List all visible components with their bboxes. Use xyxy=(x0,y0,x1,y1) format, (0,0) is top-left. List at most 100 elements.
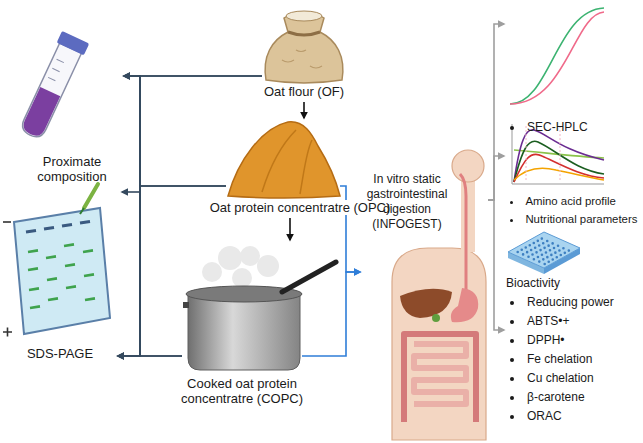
proximate-node: Proximate composition xyxy=(14,30,92,148)
bullet-item: Fe chelation xyxy=(506,350,614,369)
gel-wells xyxy=(26,221,90,232)
label-box: Cooked oat protein concentratre (COPC) xyxy=(172,376,312,406)
tube-liquid xyxy=(20,87,60,139)
flow-connector xyxy=(303,102,305,118)
flow-connector xyxy=(488,156,504,200)
steam xyxy=(240,246,260,266)
well-plate-icon xyxy=(508,232,580,274)
sack-tie xyxy=(288,32,320,35)
head xyxy=(452,150,484,182)
cooking-pot-icon xyxy=(183,246,336,370)
small-intestine xyxy=(414,344,466,404)
pot-body xyxy=(188,294,300,370)
label-box: BioactivityReducing powerABTS•+DPPH•Fe c… xyxy=(506,274,643,426)
gel-icon xyxy=(3,184,110,337)
ladle xyxy=(282,262,336,292)
node-label: In vitro static gastrointestinal digesti… xyxy=(364,172,450,232)
flour-node: Oat flour (OF) xyxy=(262,4,346,82)
sec-curve xyxy=(510,12,604,104)
chart-line xyxy=(514,130,604,182)
bullet-item: Amino acid profile xyxy=(506,192,637,210)
flow-connector xyxy=(488,200,504,330)
label-box: SEC-HPLC xyxy=(506,118,643,136)
liver xyxy=(400,289,452,318)
flow-connector xyxy=(302,272,360,356)
bullet-item: DPPH• xyxy=(506,331,614,350)
bullet-item: ABTS•+ xyxy=(506,312,614,331)
pot-handle xyxy=(183,302,189,308)
node-label: Cooked oat protein concentratre (COPC) xyxy=(172,376,312,406)
pipette-tip xyxy=(80,208,84,214)
bullet-item: ORAC xyxy=(506,407,614,426)
digestion-node: In vitro static gastrointestinal digesti… xyxy=(362,146,488,440)
steam xyxy=(218,246,242,270)
bus-arrow xyxy=(122,191,140,193)
chart-line xyxy=(514,154,604,182)
sec-curve xyxy=(510,8,604,104)
plate-top xyxy=(508,232,580,268)
gallbladder xyxy=(432,314,440,322)
label-box: Amino acid profileNutritional parameters xyxy=(506,192,643,228)
flour-sack-icon xyxy=(265,11,343,83)
bullet-item: Cu chelation xyxy=(506,369,614,388)
node-label: Proximate composition xyxy=(22,154,122,184)
label-box: In vitro static gastrointestinal digesti… xyxy=(364,172,450,232)
concentrate-node: Oat protein concentratre (OPC) xyxy=(226,120,340,198)
flow-connector xyxy=(118,355,182,357)
steam xyxy=(202,262,222,282)
plus-sign xyxy=(3,328,12,337)
pile-body xyxy=(228,122,340,198)
gel-frame xyxy=(14,208,110,334)
node-label: Oat flour (OF) xyxy=(264,84,344,99)
sds-page-node: SDS-PAGE xyxy=(6,200,116,338)
steam xyxy=(232,268,252,288)
flow-connector xyxy=(124,76,182,356)
tube-cap xyxy=(57,31,90,55)
torso xyxy=(392,248,486,440)
tube-marks xyxy=(48,59,64,81)
esophagus xyxy=(460,174,466,290)
chart-guides xyxy=(526,126,560,182)
flow-connector xyxy=(118,76,262,356)
stomach xyxy=(451,288,478,322)
bullet-item: SEC-HPLC xyxy=(506,118,588,136)
steam xyxy=(257,255,279,277)
plate-wells xyxy=(518,237,572,264)
chart-line xyxy=(514,168,604,180)
bullet-item: Nutritional parameters xyxy=(506,210,637,228)
flow-connector xyxy=(488,24,504,200)
sack-texture xyxy=(282,50,322,68)
large-intestine xyxy=(404,334,476,422)
node-label: SDS-PAGE xyxy=(27,346,93,361)
sec-chart-icon xyxy=(510,8,604,104)
bullet-list: Reducing powerABTS•+DPPH•Fe chelationCu … xyxy=(506,293,614,426)
sack-body xyxy=(265,12,343,83)
test-tube-icon xyxy=(16,31,89,142)
bullet-item: Reducing power xyxy=(506,293,614,312)
minus-sign xyxy=(3,221,11,223)
gel-bands xyxy=(28,244,95,308)
pipette xyxy=(84,184,98,208)
node-label: Bioactivity xyxy=(506,274,560,293)
label-box: Proximate composition xyxy=(22,154,122,184)
tube-glass xyxy=(19,43,81,140)
bullet-list: SEC-HPLC xyxy=(506,118,588,136)
label-box: SDS-PAGE xyxy=(10,346,110,361)
flow-connector xyxy=(340,186,360,272)
label-box: Oat flour (OF) xyxy=(244,84,364,99)
label-box: Oat protein concentratre (OPC) xyxy=(200,200,400,215)
cooked-node: Cooked oat protein concentratre (COPC) xyxy=(182,242,302,372)
amino-node: Amino acid profileNutritional parameters xyxy=(506,122,606,188)
bioactivity-node: BioactivityReducing powerABTS•+DPPH•Fe c… xyxy=(506,230,578,270)
sec-node: SEC-HPLC xyxy=(506,4,606,112)
bullet-list: Amino acid profileNutritional parameters xyxy=(506,192,637,228)
protein-pile-icon xyxy=(228,122,340,198)
neck xyxy=(461,178,475,252)
pile-shading xyxy=(262,130,312,194)
node-label: Oat protein concentratre (OPC) xyxy=(210,200,391,215)
flow-connector xyxy=(289,218,291,240)
chart-line xyxy=(514,141,604,182)
bullet-item: β-carotene xyxy=(506,388,614,407)
